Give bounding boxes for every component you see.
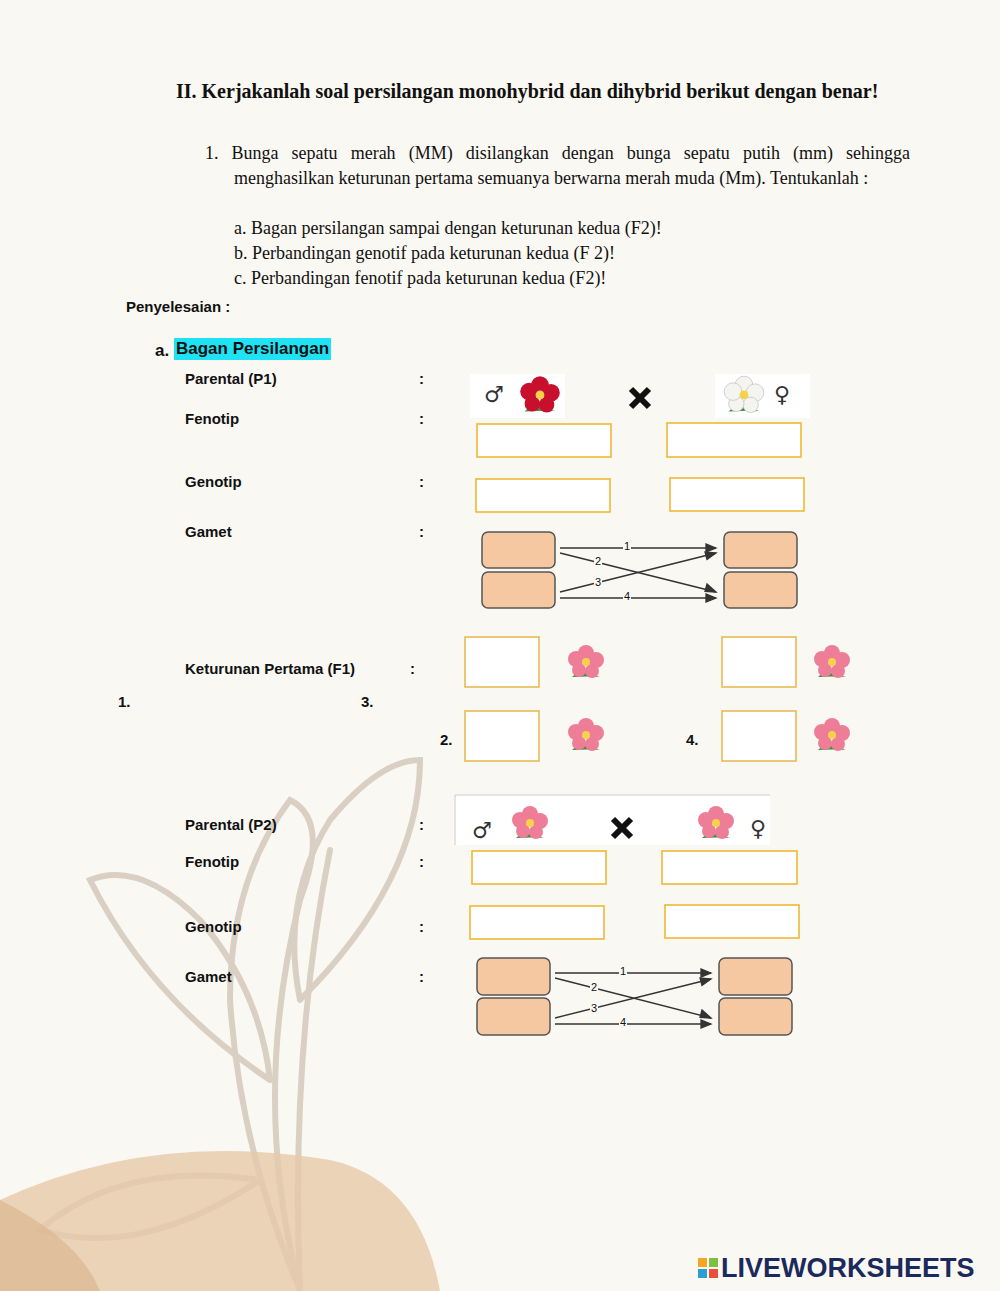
row-label: Gamet	[185, 967, 232, 986]
watermark: LIVEWORKSHEETS	[721, 1253, 975, 1283]
arrow-number: 2	[590, 981, 598, 994]
row-label: Keturunan Pertama (F1)	[185, 659, 355, 678]
colon: :	[419, 472, 424, 491]
question-item: c. Perbandingan fenotif pada keturunan k…	[234, 267, 606, 290]
gamete-box	[482, 532, 797, 608]
arrow-number: 4	[619, 1016, 627, 1029]
pink-flower	[814, 718, 850, 751]
row-label: Genotip	[185, 917, 242, 936]
highlight-heading: Bagan Persilangan	[174, 338, 331, 360]
section-title: II. Kerjakanlah soal persilangan monohyb…	[176, 79, 910, 104]
section-label: Penyelesaian :	[126, 297, 230, 316]
icon-bg	[470, 374, 565, 418]
white-flower	[724, 376, 764, 412]
arrow-number: 4	[623, 590, 631, 603]
pink-flower	[698, 806, 734, 839]
icon-bg	[715, 374, 810, 418]
row-label: Parental (P1)	[185, 369, 277, 388]
pink-flower	[568, 718, 604, 751]
row-label: Gamet	[185, 522, 232, 541]
red-flower	[520, 376, 560, 412]
colon: :	[419, 409, 424, 428]
row-label: Parental (P2)	[185, 815, 277, 834]
colon: :	[419, 852, 424, 871]
question-item: b. Perbandingan genotif pada keturunan k…	[234, 242, 615, 265]
logo-icon	[698, 1258, 718, 1278]
bg-blob	[0, 1200, 100, 1291]
arrow-number: 1	[623, 540, 631, 553]
pink-flower	[512, 806, 548, 839]
colon: :	[419, 522, 424, 541]
answer-box	[465, 637, 796, 761]
colon: :	[410, 659, 415, 678]
icon-bg	[455, 795, 770, 845]
colon: :	[419, 967, 424, 986]
gamete-box	[477, 958, 792, 1035]
callout-number: 2.	[440, 730, 453, 749]
answer-box	[470, 851, 799, 939]
male-symbol: ♂	[484, 382, 504, 408]
row-label: Fenotip	[185, 852, 239, 871]
cross-mark	[613, 819, 631, 837]
row-label: Genotip	[185, 472, 242, 491]
question-text: 1. Bunga sepatu merah (MM) disilangkan d…	[205, 141, 910, 191]
pink-flower	[814, 645, 850, 678]
female-symbol: ♀	[750, 816, 766, 842]
gamete-arrows	[555, 969, 711, 1028]
cross-mark	[631, 389, 649, 407]
frame-line	[455, 795, 770, 845]
callout-number: 4.	[686, 730, 699, 749]
bg-blob	[0, 1151, 440, 1291]
colon: :	[419, 369, 424, 388]
answer-box	[476, 423, 804, 512]
pink-flower	[568, 645, 604, 678]
arrow-number: 3	[594, 576, 602, 589]
heading-text: Bagan Persilangan	[176, 339, 329, 358]
question-item: a. Bagan persilangan sampai dengan ketur…	[234, 217, 662, 240]
gamete-arrows	[560, 544, 716, 602]
item-letter: a.	[155, 340, 169, 361]
arrow-number: 1	[619, 965, 627, 978]
female-symbol: ♀	[774, 382, 790, 408]
arrow-number: 2	[594, 555, 602, 568]
callout-number: 3.	[361, 692, 374, 711]
colon: :	[419, 815, 424, 834]
arrow-number: 3	[590, 1002, 598, 1015]
colon: :	[419, 917, 424, 936]
male-symbol: ♂	[472, 818, 492, 844]
row-label: Fenotip	[185, 409, 239, 428]
callout-number: 1.	[118, 692, 131, 711]
